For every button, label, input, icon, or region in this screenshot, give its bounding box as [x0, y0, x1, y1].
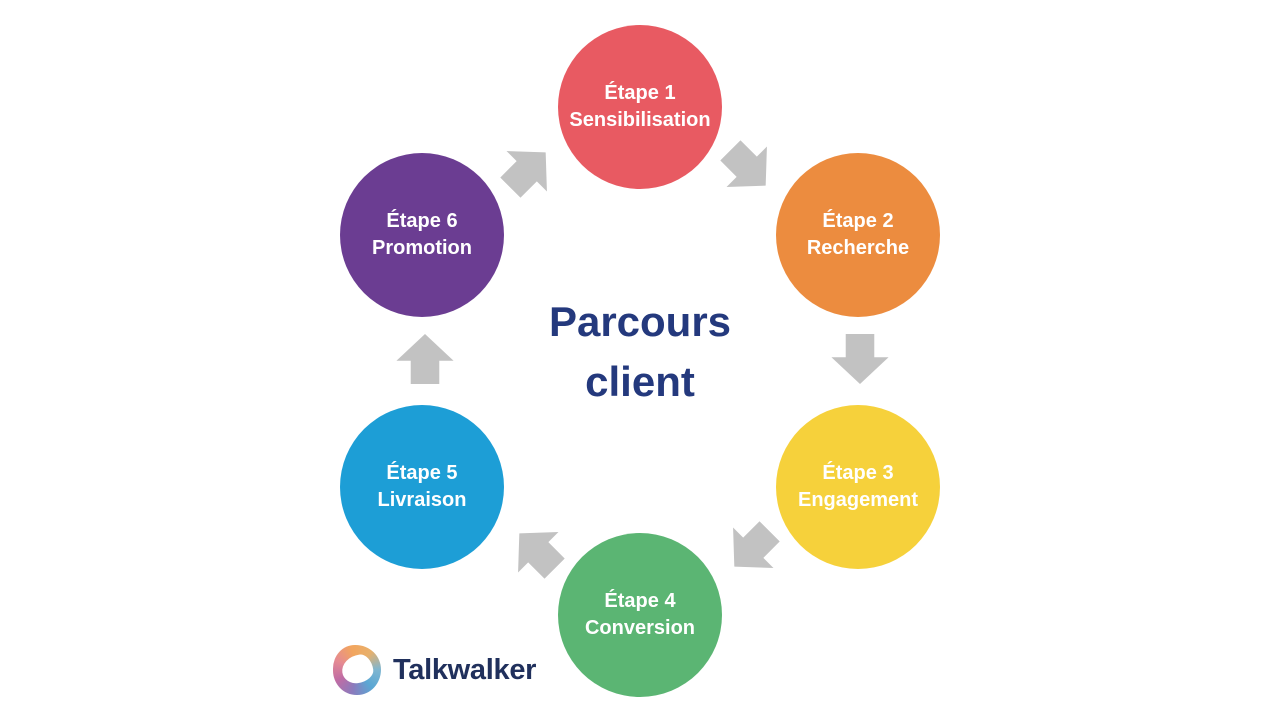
step-2-label-line1: Étape 2 [822, 210, 894, 232]
step-4-label-line1: Étape 4 [604, 590, 676, 612]
step-3-label-line2: Engagement [797, 489, 919, 511]
talkwalker-swirl-icon [333, 645, 381, 695]
talkwalker-logo: Talkwalker [333, 645, 536, 695]
arrow-step6-to-step1-icon [490, 132, 566, 208]
step-5-label-line2: Livraison [377, 489, 467, 511]
arrow-step5-to-step6-icon [396, 334, 454, 384]
step-1-label-line1: Étape 1 [604, 82, 676, 104]
talkwalker-wordmark: Talkwalker [393, 653, 537, 686]
step-4-label-line2: Conversion [584, 617, 696, 639]
step-circle-2: Étape 2 Recherche [776, 153, 940, 317]
diagram-title-line2: client [585, 358, 695, 405]
arrow-step1-to-step2-icon [710, 130, 786, 206]
diagram-title: Parcours client [440, 292, 840, 412]
step-circle-1: Étape 1 Sensibilisation [558, 25, 722, 189]
step-3-label-line1: Étape 3 [822, 462, 894, 484]
diagram-title-line1: Parcours [548, 298, 732, 345]
arrow-step4-to-step5-icon [499, 513, 575, 589]
step-circle-5: Étape 5 Livraison [340, 405, 504, 569]
step-2-label-line2: Recherche [806, 237, 910, 259]
step-3-label: Étape 3 Engagement [798, 460, 918, 514]
step-1-label-line2: Sensibilisation [569, 109, 711, 131]
step-5-label: Étape 5 Livraison [378, 460, 467, 514]
step-2-label: Étape 2 Recherche [807, 208, 909, 262]
step-6-label-line1: Étape 6 [386, 210, 458, 232]
step-4-label: Étape 4 Conversion [585, 588, 695, 642]
step-6-label-line2: Promotion [372, 237, 472, 259]
arrow-step2-to-step3-icon [831, 334, 889, 384]
step-circle-6: Étape 6 Promotion [340, 153, 504, 317]
step-circle-3: Étape 3 Engagement [776, 405, 940, 569]
arrow-step3-to-step4-icon [714, 511, 790, 587]
step-1-label: Étape 1 Sensibilisation [569, 80, 710, 134]
step-circle-4: Étape 4 Conversion [558, 533, 722, 697]
step-5-label-line1: Étape 5 [386, 462, 458, 484]
step-6-label: Étape 6 Promotion [372, 208, 472, 262]
